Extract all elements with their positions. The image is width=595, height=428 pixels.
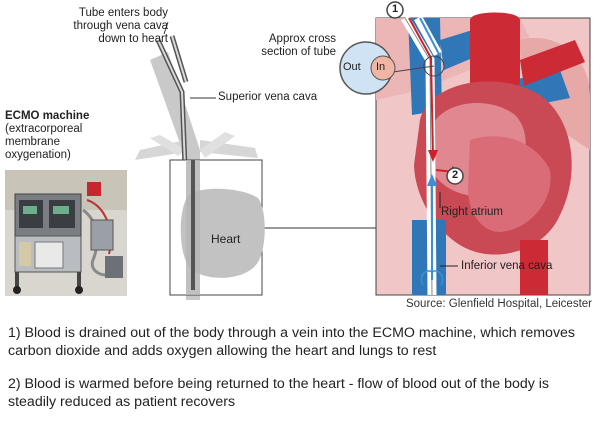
source-credit: Source: Glenfield Hospital, Leicester: [405, 298, 592, 310]
heart-silhouette: [180, 188, 265, 278]
diagram-canvas: [135, 1, 591, 300]
tube-enters-line-3: down to heart: [98, 33, 168, 45]
note-1: 1) Blood is drained out of the body thro…: [8, 325, 576, 359]
ecmo-label: ECMO machine (extracorporeal membrane ox…: [5, 110, 125, 162]
cross-section-line-2: section of tube: [261, 46, 336, 58]
tube-enters-line-2: through vena cava: [73, 20, 168, 32]
cross-section-out-label: Out: [343, 61, 361, 73]
marker-1: [386, 1, 404, 19]
cross-section-label: Approx cross section of tube: [246, 33, 336, 59]
note-2: 2) Blood is warmed before being returned…: [8, 376, 550, 410]
tube-enters-line-1: Tube enters body: [78, 7, 168, 19]
cross-section-inner: [370, 55, 396, 81]
leader-tube: [163, 21, 169, 35]
marker-2-label: 2: [451, 169, 459, 181]
right-atrium-label: Right atrium: [441, 206, 503, 218]
tube-enters-label: Tube enters body through vena cava down …: [42, 7, 168, 46]
heart-detail-panel: [375, 12, 591, 296]
cross-section-in-label: In: [376, 61, 386, 73]
ecmo-sub-line-2: membrane: [5, 136, 60, 148]
marker-1-label: 1: [391, 3, 399, 15]
inferior-vena-cava-label: Inferior vena cava: [461, 260, 553, 272]
superior-vena-cava-label: Superior vena cava: [218, 91, 318, 103]
cross-section-line-1: Approx cross: [268, 33, 336, 45]
ecmo-title: ECMO machine: [5, 110, 90, 122]
ecmo-machine-photo: [5, 170, 127, 296]
cross-section-callout: [339, 41, 445, 95]
marker-2: [446, 167, 464, 185]
heart-label: Heart: [211, 232, 241, 246]
ecmo-sub-line-1: (extracorporeal: [5, 123, 83, 135]
ecmo-sub-line-3: oxygenation): [5, 149, 71, 161]
